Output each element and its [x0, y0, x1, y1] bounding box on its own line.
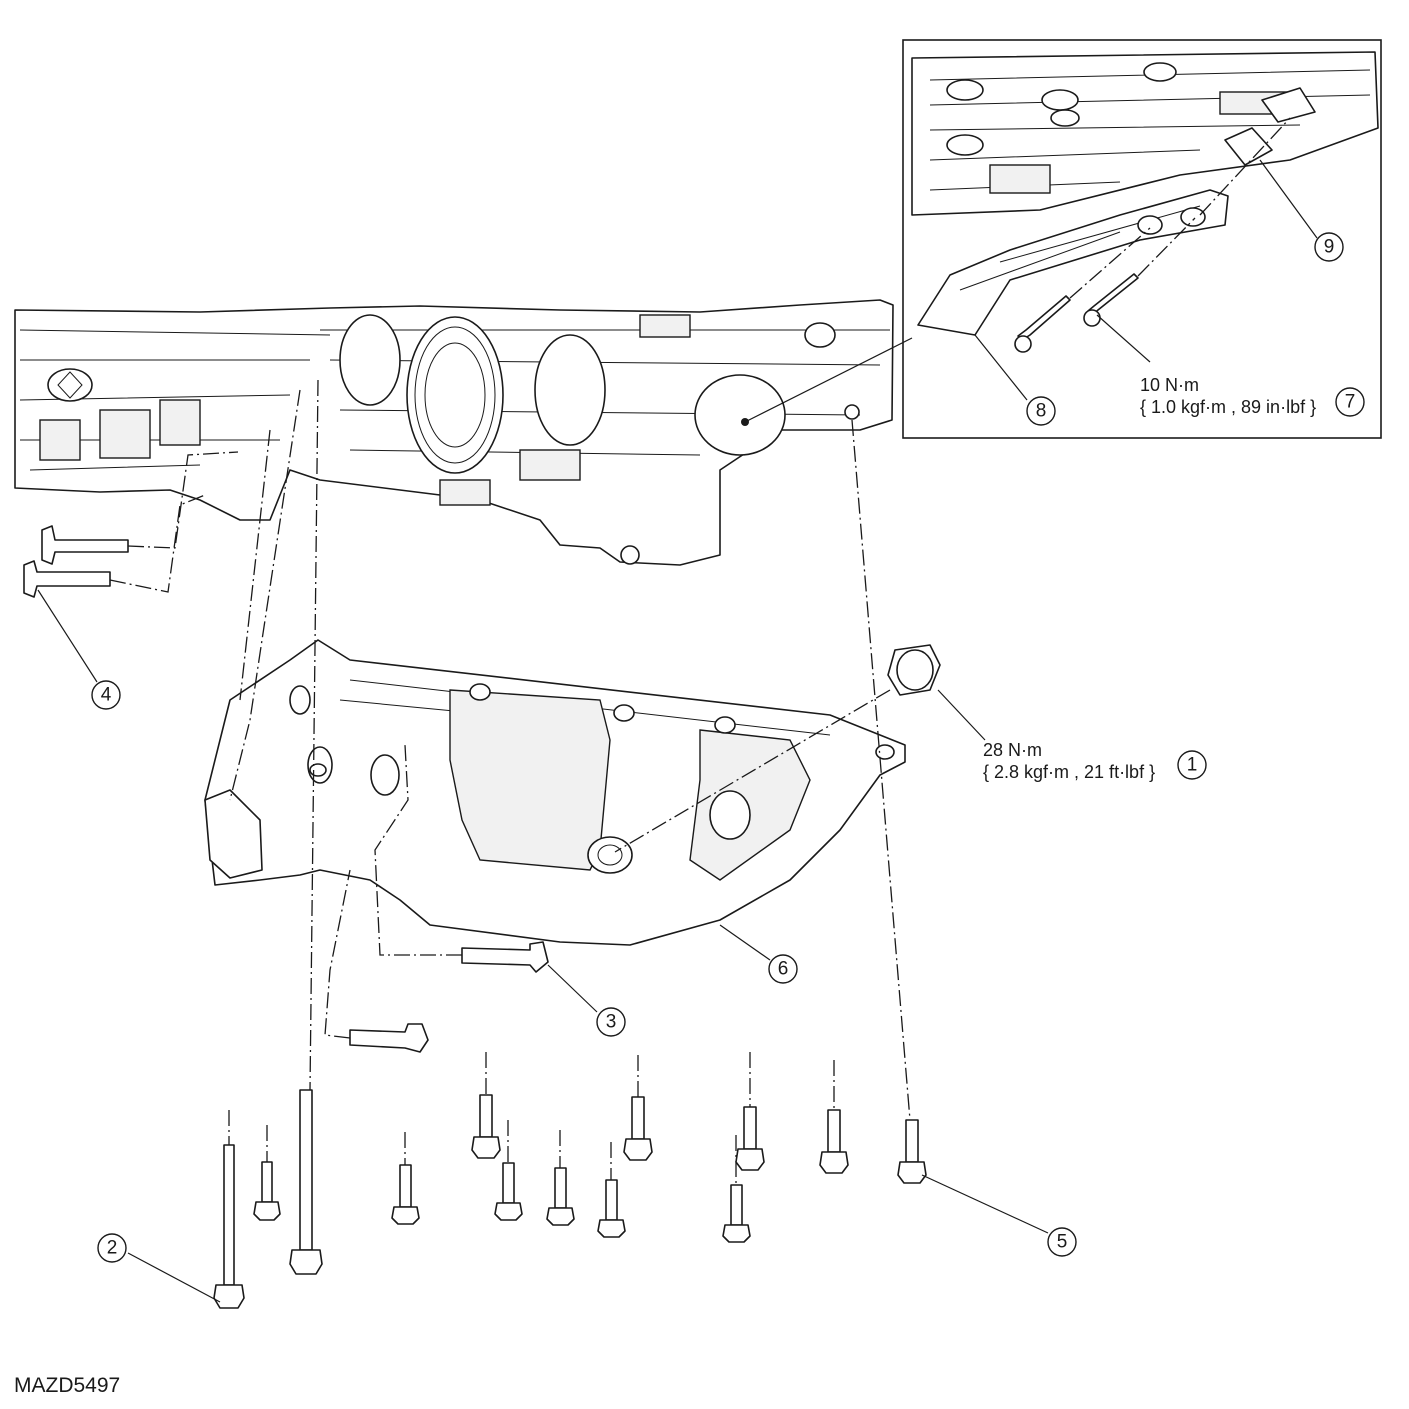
oil-drain-plug [614, 644, 941, 853]
callout-9: 9 [1314, 232, 1344, 262]
leader-lines [37, 159, 1318, 1303]
pan-bolts [213, 1052, 927, 1309]
svg-text:9: 9 [1324, 237, 1335, 258]
svg-text:5: 5 [1057, 1232, 1068, 1253]
inset-oil-pipe [917, 87, 1316, 336]
torque-value: 10 N·m [1140, 375, 1200, 395]
crankshaft-gear [406, 316, 504, 474]
bolt-lower-left [324, 869, 429, 1053]
torque-detail: { 1.0 kgf·m , 89 in·lbf } [1140, 397, 1317, 417]
callout-8: 8 [1026, 396, 1056, 426]
torque-spec-7: 10 N·m { 1.0 kgf·m , 89 in·lbf } [1140, 374, 1316, 418]
bolts-4 [23, 451, 239, 598]
bolt-3 [374, 744, 549, 973]
svg-text:7: 7 [1345, 392, 1356, 413]
callout-5: 5 [1047, 1227, 1077, 1257]
inset-engine-block [911, 51, 1379, 216]
torque-value: 28 N·m [983, 740, 1043, 760]
callout-3: 3 [596, 1007, 626, 1037]
torque-spec-1: 28 N·m { 2.8 kgf·m , 21 ft·lbf } [983, 739, 1155, 783]
callout-4: 4 [91, 680, 121, 710]
figure-id: MAZD5497 [14, 1374, 121, 1397]
svg-text:8: 8 [1036, 401, 1047, 422]
svg-text:2: 2 [107, 1238, 118, 1259]
svg-text:6: 6 [778, 959, 789, 980]
oil-pan [204, 639, 906, 946]
svg-text:4: 4 [101, 685, 112, 706]
callout-1: 1 [1177, 750, 1207, 780]
alignment-lines [229, 379, 911, 1121]
svg-text:1: 1 [1187, 755, 1198, 776]
callout-6: 6 [768, 954, 798, 984]
svg-text:3: 3 [606, 1012, 617, 1033]
engine-cylinder-block [14, 299, 894, 566]
torque-detail: { 2.8 kgf·m , 21 ft·lbf } [983, 762, 1156, 782]
callout-2: 2 [97, 1233, 127, 1263]
inset-pipe-bolts [1014, 117, 1291, 353]
inset-detail [902, 39, 1382, 439]
callout-7: 7 [1335, 387, 1365, 417]
